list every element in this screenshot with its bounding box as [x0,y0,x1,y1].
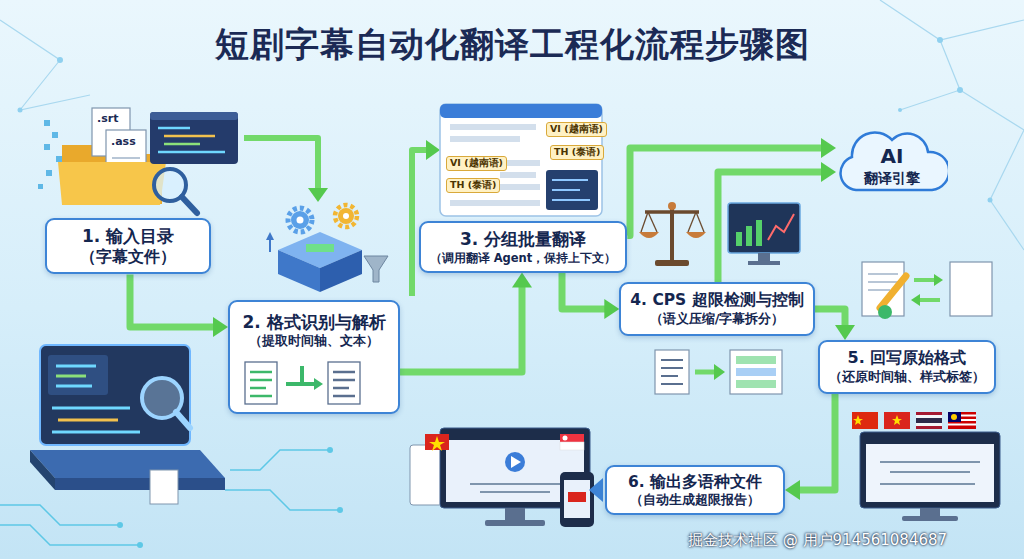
node-heading: 6. 输出多语种文件 [628,472,762,492]
node-heading: 4. CPS 超限检测与控制 [630,290,803,310]
watermark: 掘金技术社区 @ 用户914561084687 [688,531,947,550]
flow-arrow [718,162,836,282]
node-subtext: （还原时间轴、样式标签） [829,369,985,386]
arrow-head [821,162,836,182]
node-heading: 1. 输入目录 [82,225,174,247]
process-box: 5. 回写原始格式（还原时间轴、样式标签） [818,340,996,394]
flow-arrow [815,309,855,340]
flow-line [798,394,835,490]
flow-line [815,309,845,327]
node-subtext: （字幕文件） [80,247,176,268]
flow-line [627,148,823,235]
language-tag: VI (越南语) [446,156,507,171]
node-heading: 2. 格式识别与解析 [242,311,385,333]
node-heading: AI [881,143,904,169]
arrow-head [604,299,619,319]
process-box: 3. 分组批量翻译（调用翻译 Agent，保持上下文） [419,221,628,272]
arrow-head [512,273,532,288]
file-extension: .ass [111,135,136,148]
arrow-head [785,480,800,500]
language-tag: VI (越南语) [546,122,607,137]
node-subtext: （提取时间轴、文本） [249,333,379,349]
process-box: 4. CPS 超限检测与控制（语义压缩/字幕拆分） [619,282,814,336]
node-subtext: （调用翻译 Agent，保持上下文） [430,251,617,266]
flow-arrow [400,273,532,372]
node-subtext: （语义压缩/字幕拆分） [650,311,785,328]
arrow-head [213,317,228,337]
language-tag: TH (泰语) [550,145,604,160]
flow-arrow [562,273,619,319]
node-subtext: 翻译引擎 [864,169,920,187]
arrow-head [835,325,855,340]
process-box: 1. 输入目录（字幕文件） [45,218,211,275]
language-tag: TH (泰语) [446,178,500,193]
flow-line [400,286,522,372]
diagram-title: 短剧字幕自动化翻译工程化流程步骤图 [0,22,1024,68]
node-subtext: （自动生成超限报告） [630,492,760,508]
process-box: 6. 输出多语种文件（自动生成超限报告） [605,465,785,515]
node-heading: 3. 分组批量翻译 [460,228,586,250]
flow-arrow [627,138,836,235]
flow-line [562,273,606,309]
node-heading: 5. 回写原始格式 [848,348,967,369]
file-extension: .srt [97,112,118,125]
process-box: 2. 格式识别与解析（提取时间轴、文本） [228,300,400,414]
flow-line [718,172,823,282]
flow-arrow [130,274,228,337]
flow-arrow [785,394,835,500]
cloud-node: AI翻译引擎 [836,128,948,194]
flow-line [130,274,215,327]
arrow-head [821,138,836,158]
